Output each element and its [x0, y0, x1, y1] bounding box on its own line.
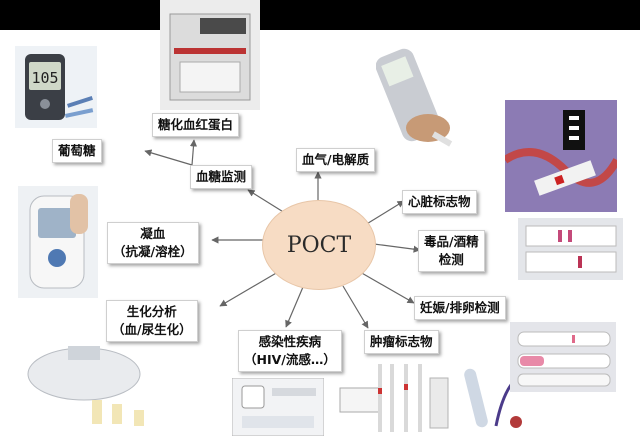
label-infectious-disease: 感染性疾病 （HIV/流感…） [238, 330, 342, 372]
tumor-marker-test-strips-picture [330, 358, 456, 438]
label-infectious-disease-line1: 感染性疾病 [258, 334, 322, 349]
arrow-tumor [342, 285, 369, 329]
label-glucose: 葡萄糖 [52, 139, 102, 163]
label-coagulation: 凝血 （抗凝/溶栓） [107, 222, 199, 264]
arrow-cardiac [364, 200, 405, 226]
label-blood-gas: 血气/电解质 [296, 148, 376, 172]
drug-alcohol-test-strips-picture [518, 218, 623, 280]
glucometer-reading: 105 [31, 69, 58, 87]
label-drugs-line2: 检测 [438, 252, 464, 267]
label-glucose-monitor: 血糖监测 [190, 165, 253, 189]
label-biochemistry: 生化分析 （血/尿生化） [106, 300, 198, 342]
glucometer-picture: 105 [15, 46, 97, 128]
label-infectious-disease-line2: （HIV/流感…） [244, 352, 336, 367]
label-cardiac-text: 心脏标志物 [408, 194, 471, 209]
label-biochemistry-line1: 生化分析 [126, 304, 177, 319]
arrow-infection [285, 286, 304, 328]
arrow-glucose-monitor-to-hba1c [189, 139, 198, 166]
label-drugs-line1: 毒品/酒精 [424, 234, 479, 249]
label-pregnancy-text: 妊娠/排卵检测 [420, 300, 500, 315]
label-biochemistry-line2: （血/尿生化） [112, 322, 192, 337]
label-blood-gas-text: 血气/电解质 [302, 152, 370, 167]
label-hba1c: 糖化血红蛋白 [152, 113, 240, 137]
pregnancy-test-picture [510, 322, 616, 392]
arrow-glucose-monitor [247, 189, 286, 214]
label-glucose-monitor-text: 血糖监测 [196, 169, 247, 184]
infectious-disease-test-card-picture [232, 378, 324, 436]
label-coagulation-line1: 凝血 [140, 226, 166, 241]
coagulation-meter-picture [18, 186, 98, 298]
arrow-pregnancy [359, 271, 415, 304]
label-pregnancy: 妊娠/排卵检测 [414, 296, 506, 320]
label-tumor-marker: 肿瘤标志物 [364, 330, 439, 354]
cardiac-marker-picture [505, 100, 617, 212]
arrow-biochem [219, 271, 279, 307]
biochemistry-analyzer-picture [22, 330, 162, 434]
hba1c-analyzer-picture [160, 0, 260, 110]
arrow-glucose-monitor-to-glucose [144, 149, 193, 166]
label-tumor-marker-text: 肿瘤标志物 [370, 334, 433, 349]
arrow-drugs [373, 243, 421, 253]
label-coagulation-line2: （抗凝/溶栓） [113, 244, 193, 259]
top-black-bar [0, 0, 640, 30]
blood-gas-analyzer-picture [376, 40, 466, 150]
label-glucose-text: 葡萄糖 [58, 143, 96, 158]
label-cardiac: 心脏标志物 [402, 190, 477, 214]
label-hba1c-text: 糖化血红蛋白 [158, 117, 234, 132]
poct-center-node: POCT [262, 200, 376, 290]
label-drugs: 毒品/酒精 检测 [418, 230, 485, 272]
